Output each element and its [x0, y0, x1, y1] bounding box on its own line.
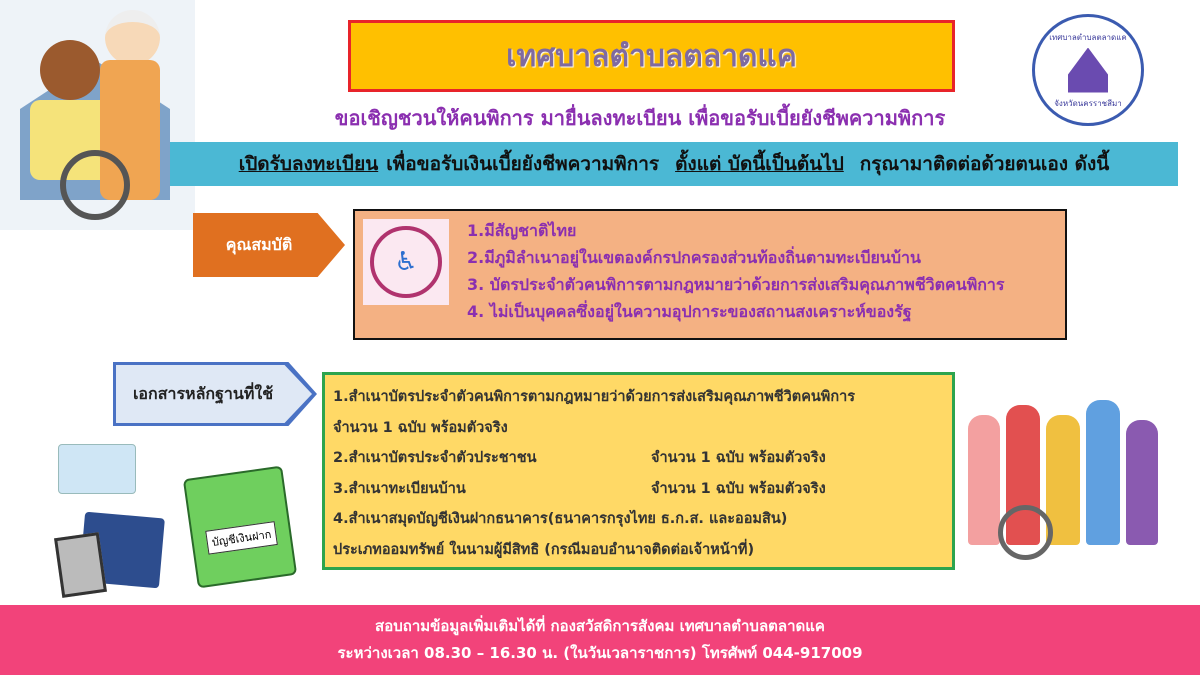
wheelchair-icon: ♿: [363, 219, 449, 305]
document-item: 2.สำเนาบัตรประจำตัวประชาชน: [333, 450, 537, 466]
banner-part-1: เปิดรับลงทะเบียน: [238, 153, 379, 175]
logo-text-bottom: จังหวัดนครราชสีมา: [1054, 98, 1122, 108]
banner-part-3: ตั้งแต่ บัดนี้เป็นต้นไป: [675, 153, 844, 175]
footer-line-2: ระหว่างเวลา 08.30 – 16.30 น. (ในวันเวลาร…: [337, 644, 863, 662]
illustration-children-group: [968, 395, 1168, 565]
qualification-item: 1.มีสัญชาติไทย: [467, 221, 577, 240]
footer-line-1: สอบถามข้อมูลเพิ่มเติมได้ที่ กองสวัสดิการ…: [375, 617, 825, 635]
contact-footer: สอบถามข้อมูลเพิ่มเติมได้ที่ กองสวัสดิการ…: [0, 605, 1200, 675]
banner-part-2: เพื่อขอรับเงินเบี้ยยังชีพความพิการ: [386, 153, 660, 175]
documents-label: เอกสารหลักฐานที่ใช้: [116, 365, 312, 423]
id-card-icon: [58, 444, 136, 494]
municipality-logo: เทศบาลตำบลตลาดแค จังหวัดนครราชสีมา: [1032, 14, 1144, 126]
qualifications-list: 1.มีสัญชาติไทย 2.มีภูมิลำเนาอยู่ในเขตองค…: [467, 217, 1005, 325]
document-item-detail: จำนวน 1 ฉบับ พร้อมตัวจริง: [651, 480, 826, 497]
qualification-item: 2.มีภูมิลำเนาอยู่ในเขตองค์กรปกครองส่วนท้…: [467, 248, 921, 267]
title-box: เทศบาลตำบลตลาดแค: [348, 20, 955, 92]
bankbook-label: บัญชีเงินฝาก: [205, 521, 278, 555]
banner-part-4: กรุณามาติดต่อด้วยตนเอง ดังนี้: [859, 153, 1110, 175]
document-item: 4.สำเนาสมุดบัญชีเงินฝากธนาคาร(ธนาคารกรุง…: [333, 511, 788, 527]
subtitle: ขอเชิญชวนให้คนพิการ มายื่นลงทะเบียน เพื่…: [334, 106, 946, 130]
document-item-detail: ประเภทออมทรัพย์ ในนามผู้มีสิทธิ (กรณีมอบ…: [333, 541, 755, 558]
document-item: 3.สำเนาทะเบียนบ้าน: [333, 480, 466, 497]
qualifications-box: ♿ 1.มีสัญชาติไทย 2.มีภูมิลำเนาอยู่ในเขตอ…: [353, 209, 1067, 340]
qualifications-label: คุณสมบัติ: [193, 213, 345, 277]
qualification-item: 3. บัตรประจำตัวคนพิการตามกฎหมายว่าด้วยกา…: [467, 275, 1005, 294]
page-title: เทศบาลตำบลตลาดแค: [506, 38, 797, 74]
qualification-item: 4. ไม่เป็นบุคคลซึ่งอยู่ในความอุปการะของส…: [467, 302, 912, 321]
logo-text-top: เทศบาลตำบลตลาดแค: [1049, 32, 1127, 42]
illustration-wheelchair-children: [0, 0, 195, 230]
document-item-detail: จำนวน 1 ฉบับ พร้อมตัวจริง: [333, 419, 508, 436]
bankbook-character: บัญชีเงินฝาก: [182, 465, 298, 589]
registration-banner: เปิดรับลงทะเบียน เพื่อขอรับเงินเบี้ยยังช…: [170, 142, 1178, 186]
document-item-detail: จำนวน 1 ฉบับ พร้อมตัวจริง: [651, 450, 826, 466]
documents-box: 1.สำเนาบัตรประจำตัวคนพิการตามกฎหมายว่าด้…: [322, 372, 955, 570]
photo-card-icon: [54, 532, 107, 598]
document-item: 1.สำเนาบัตรประจำตัวคนพิการตามกฎหมายว่าด้…: [333, 389, 856, 405]
